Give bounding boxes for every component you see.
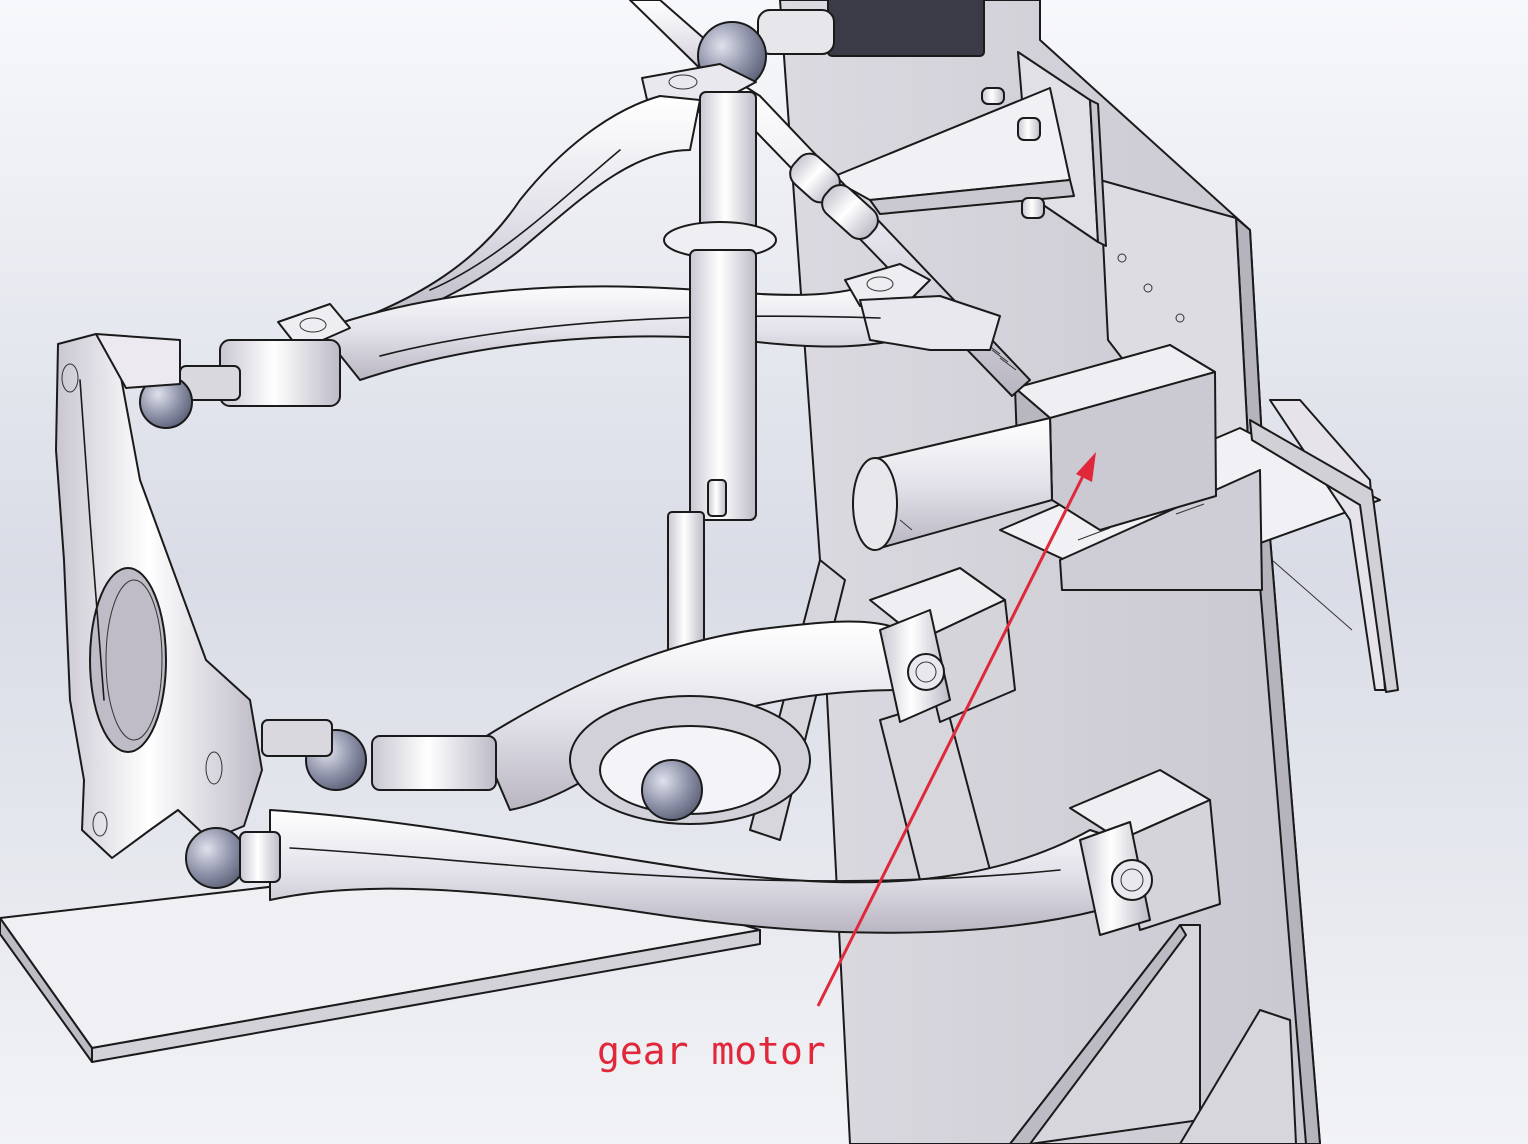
lower-frame-braces [749,559,1297,1144]
steering-knuckle [55,333,263,859]
callout-arrow [816,452,1096,1007]
upper-ball-joint-link [139,339,341,429]
motor-mount-bracket [999,399,1399,693]
top-connector [641,0,985,113]
lower-control-arm [269,567,1221,936]
lower-ball-joints [185,719,497,889]
gear-motor [852,344,1217,551]
base-plate [0,857,761,1063]
upper-control-arm [277,95,1001,381]
upper-mount-bracket [829,51,1107,247]
gear-motor-label: gear motor [597,1029,826,1073]
